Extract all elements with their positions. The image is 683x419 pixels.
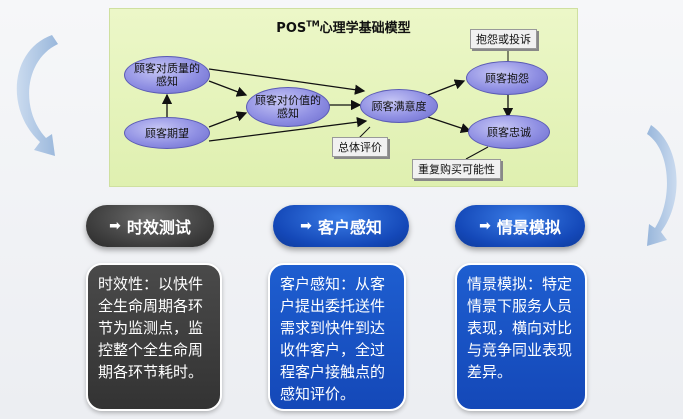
card-timeliness-test: 时效性：以快件全生命周期各环节为监测点，监控整个全生命周期各环节耗时。 <box>86 263 222 411</box>
pill-label: 客户感知 <box>317 218 382 237</box>
node-satisfaction: 顾客满意度 <box>360 89 438 123</box>
diagram-title: POSTM心理学基础模型 <box>110 17 577 36</box>
card-text: 情景模拟：特定情景下服务人员表现，横向对比与竞争同业表现差异。 <box>467 275 573 381</box>
arrow-right-icon: ➡ <box>479 218 491 234</box>
label-overall-evaluation: 总体评价 <box>332 137 388 157</box>
node-label: 顾客期望 <box>145 126 189 140</box>
title-main: POS <box>276 21 307 36</box>
node-label: 顾客忠诚 <box>487 125 531 139</box>
label-repurchase: 重复购买可能性 <box>412 159 501 179</box>
arrow-right-icon: ➡ <box>109 218 121 234</box>
tab-customer-perception: ➡ 客户感知 <box>273 205 409 247</box>
node-label: 顾客抱怨 <box>485 71 529 85</box>
node-label: 顾客满意度 <box>371 99 427 113</box>
node-perceived-value: 顾客对价值的感知 <box>246 87 330 127</box>
node-perceived-quality: 顾客对质量的感知 <box>124 56 210 94</box>
node-expectation: 顾客期望 <box>124 117 210 149</box>
diagram-connectors <box>161 47 514 160</box>
title-rest: 心理学基础模型 <box>319 21 411 36</box>
tab-scenario-simulation: ➡ 情景模拟 <box>455 205 585 247</box>
node-label: 顾客对价值的感知 <box>255 94 321 120</box>
curved-arrow-right-icon <box>647 125 677 246</box>
title-superscript: TM <box>306 19 320 29</box>
card-text: 时效性：以快件全生命周期各环节为监测点，监控整个全生命周期各环节耗时。 <box>98 275 204 381</box>
arrow-right-icon: ➡ <box>300 218 312 234</box>
pill-label: 情景模拟 <box>496 218 561 237</box>
card-scenario-simulation: 情景模拟：特定情景下服务人员表现，横向对比与竞争同业表现差异。 <box>455 263 587 411</box>
label-complaint-or-appeal: 抱怨或投诉 <box>470 29 537 49</box>
tab-timeliness-test: ➡ 时效测试 <box>86 205 214 247</box>
card-text: 客户感知：从客户提出委托送件需求到快件到达收件客户，全过程客户接触点的感知评价。 <box>280 275 386 403</box>
node-loyalty: 顾客忠诚 <box>468 115 550 149</box>
node-label: 顾客对质量的感知 <box>134 62 200 88</box>
card-customer-perception: 客户感知：从客户提出委托送件需求到快件到达收件客户，全过程客户接触点的感知评价。 <box>268 263 406 411</box>
curved-arrow-left-icon <box>16 35 58 156</box>
node-complaint: 顾客抱怨 <box>466 61 548 95</box>
model-diagram: POSTM心理学基础模型 顾客对质量的感知 <box>109 8 578 187</box>
pill-label: 时效测试 <box>126 218 191 237</box>
